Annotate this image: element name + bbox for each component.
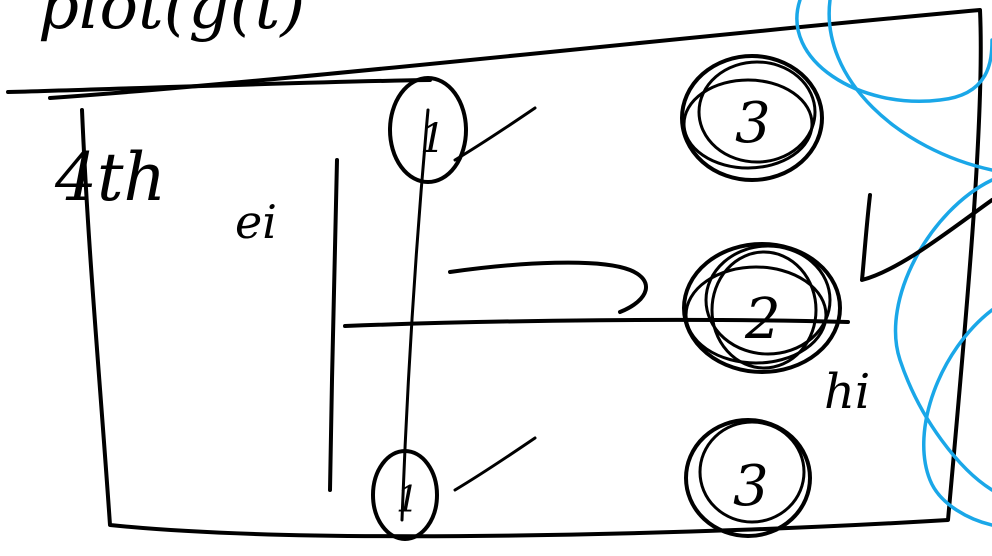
arrow [448, 260, 648, 314]
blue-scribble-mid [827, 0, 992, 172]
label-4th: 4th [54, 139, 166, 216]
node-top-right [680, 54, 824, 182]
outer-box [48, 8, 983, 539]
node-top-left-label: 1 [420, 116, 445, 162]
tick-top-left [453, 106, 537, 162]
header-text: plot(g(t) [38, 0, 305, 44]
node-bottom-left-label: 1 [396, 480, 419, 521]
node-middle-right [682, 242, 842, 374]
node-top-left [388, 76, 468, 184]
middle-horizontal-line [343, 317, 850, 328]
vertical-divider [328, 158, 339, 492]
bracket-right [860, 193, 992, 282]
label-hi: hi [824, 364, 870, 420]
blue-scribble-bottom [922, 308, 992, 527]
tick-bottom-left [453, 436, 537, 492]
label-ei: ei [235, 195, 277, 249]
node-column-line [400, 108, 430, 522]
node-top-right-label: 3 [735, 91, 771, 156]
blue-scribble-lower [893, 178, 992, 492]
node-bottom-left [371, 449, 439, 541]
node-bottom-right [684, 418, 812, 538]
blue-scribble-top [795, 0, 992, 103]
node-bottom-right-label: 3 [733, 454, 769, 519]
node-middle-right-label: 2 [744, 287, 781, 352]
